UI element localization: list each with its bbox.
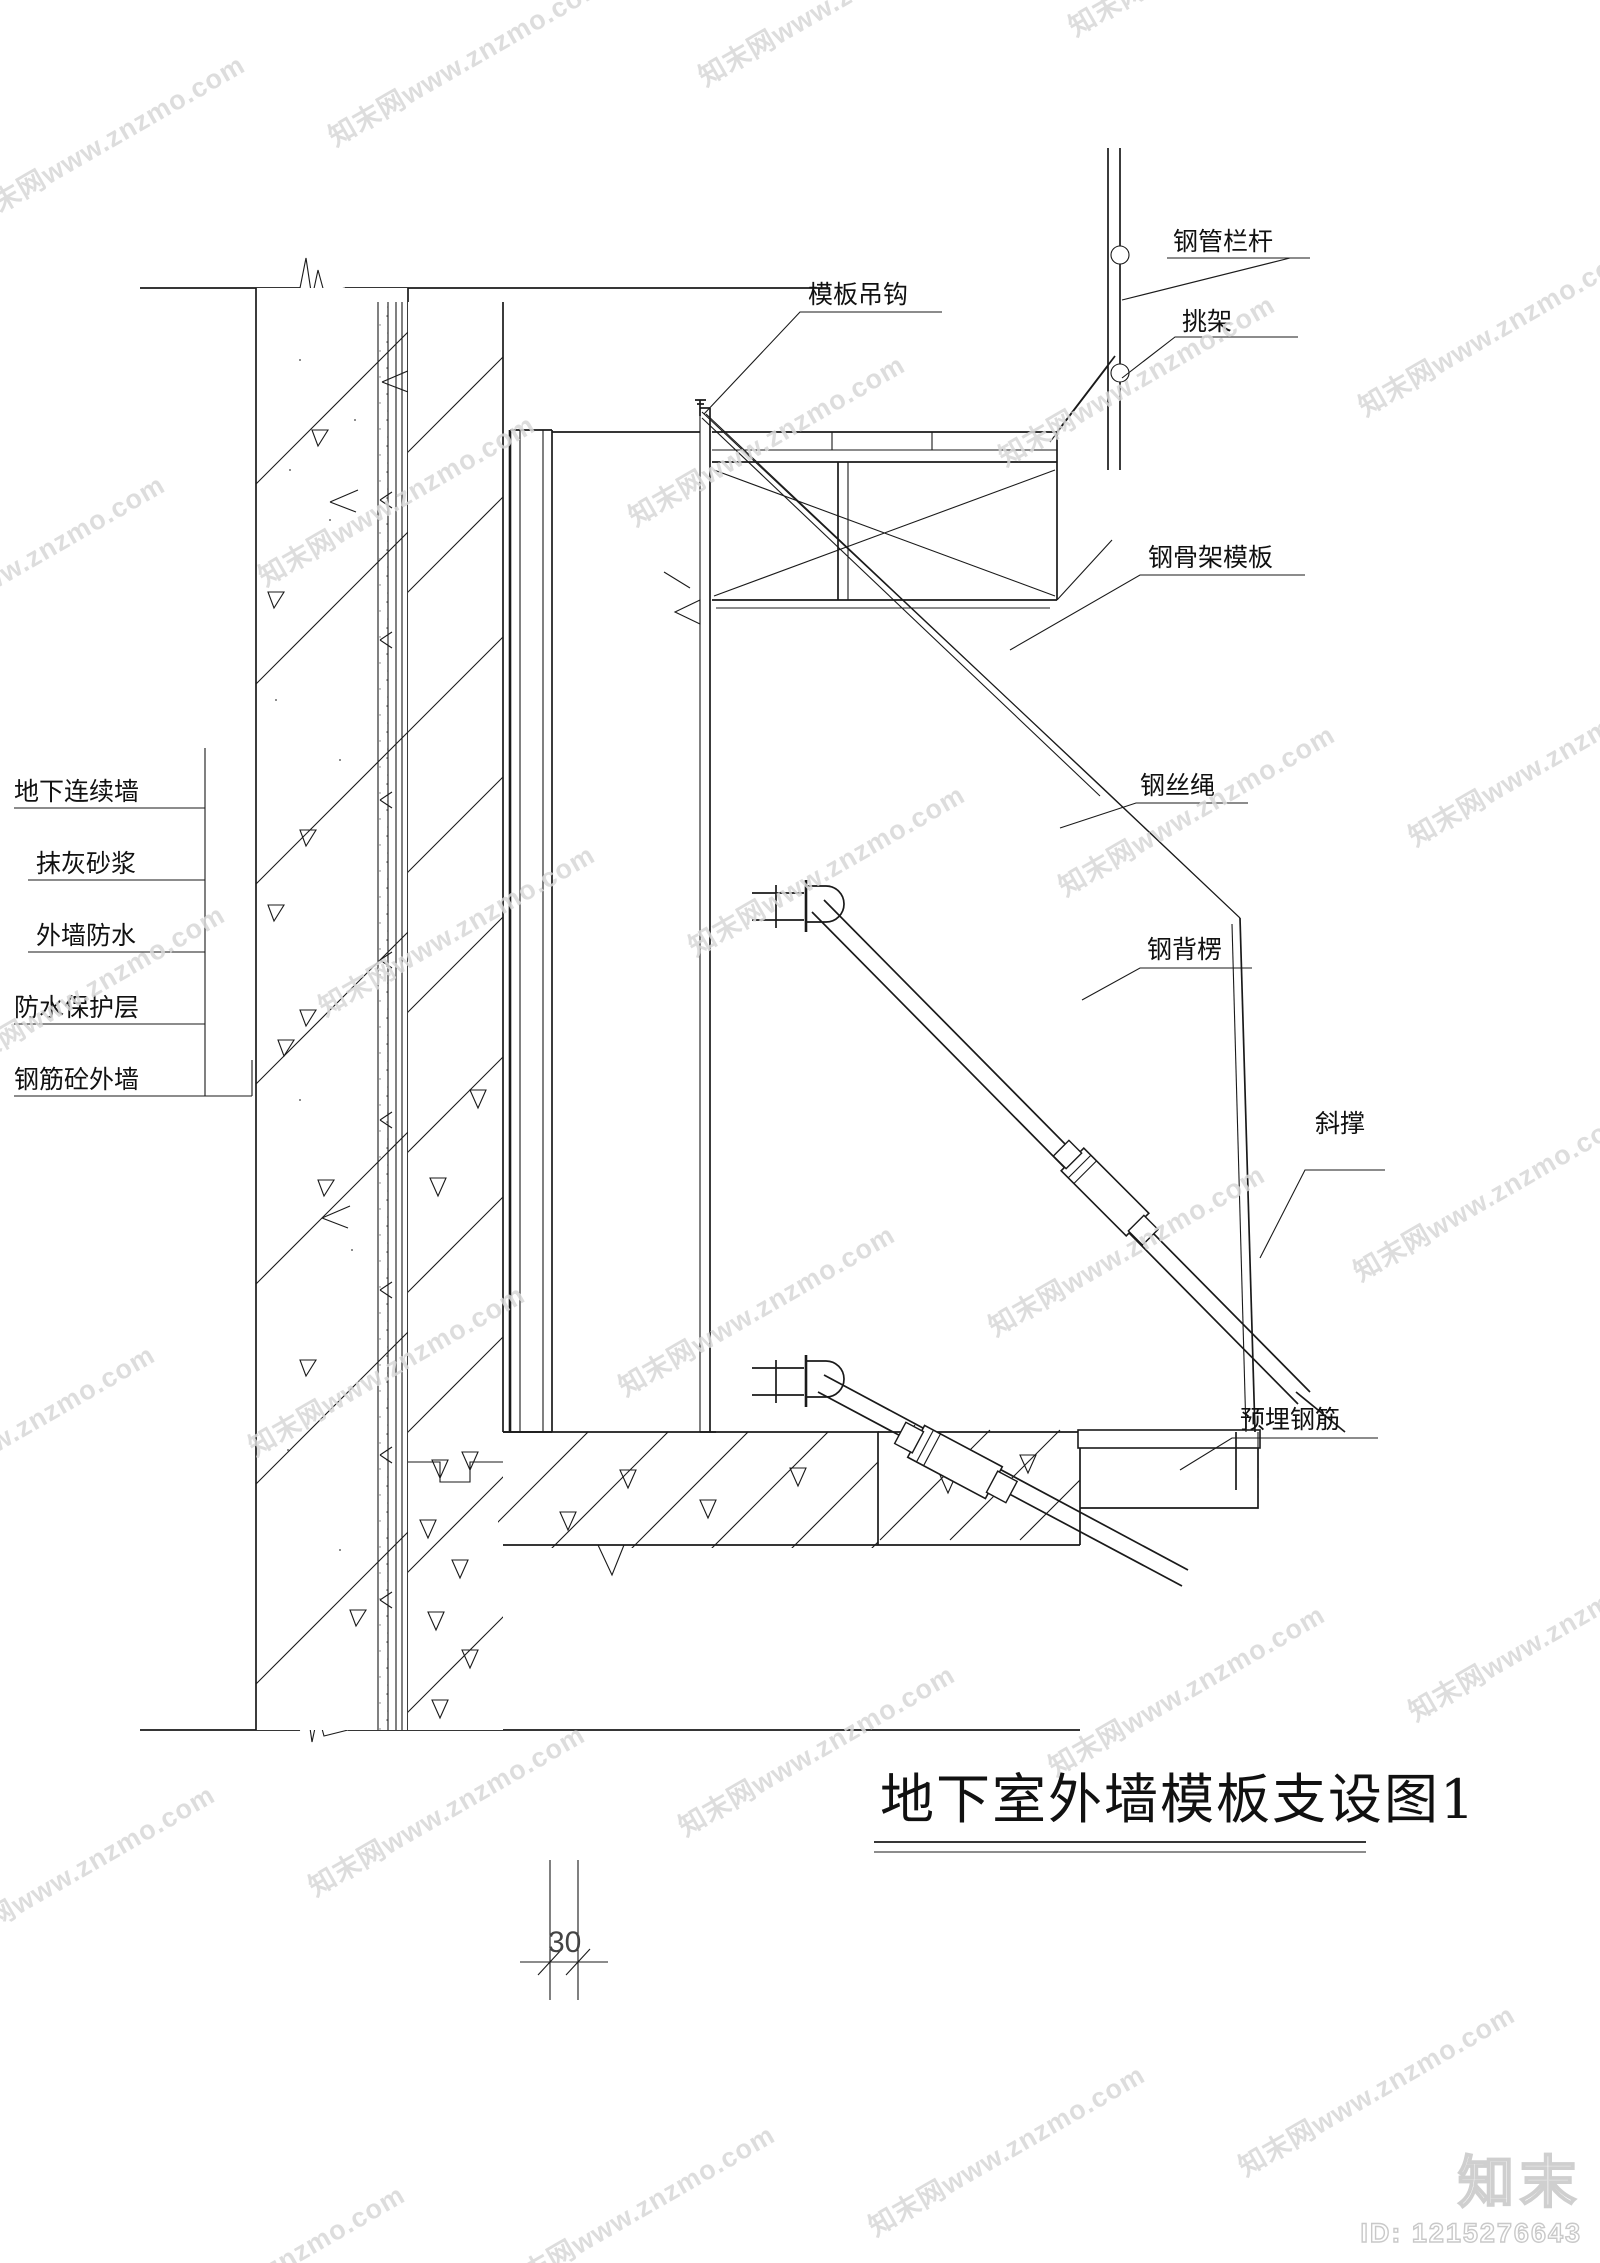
drawing-title: 地下室外墙模板支设图1 (880, 1768, 1476, 1831)
right-label-2: 模板吊钩 (808, 280, 908, 309)
right-label-7: 预埋钢筋 (1240, 1405, 1340, 1434)
left-annotation-block: 地下连续墙 抹灰砂浆 外墙防水 防水保护层 钢筋砼外墙 (14, 748, 253, 1097)
left-label-2: 外墙防水 (36, 921, 136, 950)
dimension-value: 30 (548, 1926, 581, 1959)
diagonal-brace-upper (752, 880, 1346, 1433)
long-diagonal-strut (1104, 789, 1256, 1433)
right-label-1: 挑架 (1182, 307, 1232, 336)
rc-exterior-wall (408, 302, 504, 1730)
wall-finish-layers (377, 302, 403, 1730)
right-annotation-block: 钢管栏杆 挑架 模板吊钩 钢骨架模板 钢丝绳 钢背楞 斜撑 预埋钢筋 (703, 227, 1385, 1471)
left-label-3: 防水保护层 (14, 993, 139, 1022)
drawing-title-block: 地下室外墙模板支设图1 (874, 1768, 1476, 1853)
right-label-0: 钢管栏杆 (1173, 227, 1273, 256)
base-slab (498, 1424, 1081, 1577)
right-label-4: 钢丝绳 (1140, 771, 1215, 800)
embedded-rebar (1235, 1432, 1259, 1490)
left-label-4: 钢筋砼外墙 (14, 1065, 139, 1094)
right-label-5: 钢背楞 (1147, 935, 1222, 964)
left-label-1: 抹灰砂浆 (36, 849, 136, 878)
left-label-0: 地下连续墙 (14, 777, 139, 806)
steel-frame-formwork-panel (503, 407, 716, 1433)
right-label-3: 钢骨架模板 (1148, 543, 1273, 572)
cantilever-bracket-platform (712, 355, 1116, 609)
steel-pipe-railing (1107, 148, 1130, 470)
right-label-6: 斜撑 (1315, 1109, 1365, 1138)
wall-thickness-dimension: 30 (520, 1860, 608, 2000)
